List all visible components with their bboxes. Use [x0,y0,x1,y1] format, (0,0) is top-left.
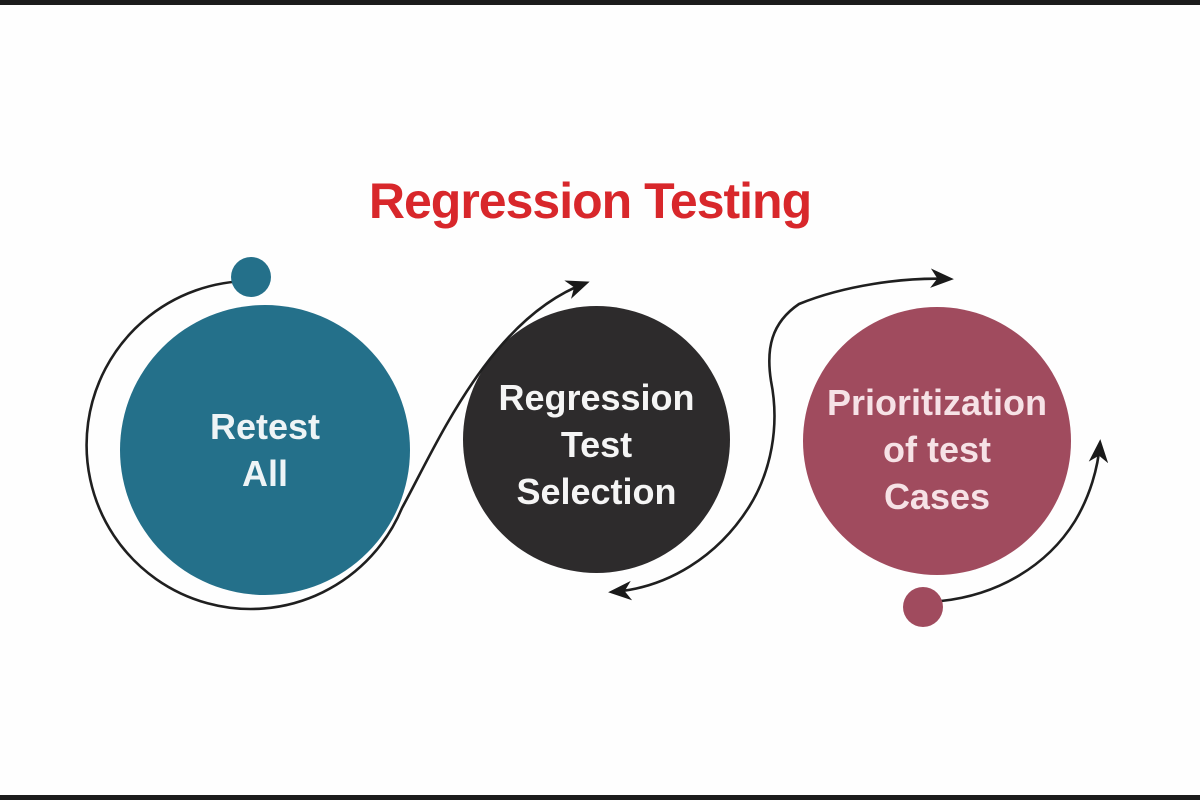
label-line: of test [882,428,991,470]
label-line: Regression [498,377,695,418]
node-prioritization-of-test-cases: Prioritization of test Cases [803,307,1071,575]
label-line: Cases [883,475,991,517]
node-regression-test-selection-label: Regression Test Selection [498,374,694,515]
label-line: Retest [209,406,321,447]
label-line: All [241,453,288,494]
label-line: Selection [516,471,677,512]
diagram-title: Regression Testing [368,173,812,229]
bottom-border-bar [0,795,1200,800]
start-dot-retest [231,257,271,297]
top-border-bar [0,0,1200,5]
start-dot-prioritization [903,587,943,627]
node-retest-all: Retest All [120,305,410,595]
node-regression-test-selection: Regression Test Selection [463,306,730,573]
label-line: Test [560,424,633,465]
node-prioritization-label: Prioritization of test Cases [827,379,1047,520]
node-retest-all-label: Retest All [210,403,320,497]
label-line: Prioritization [826,381,1047,423]
